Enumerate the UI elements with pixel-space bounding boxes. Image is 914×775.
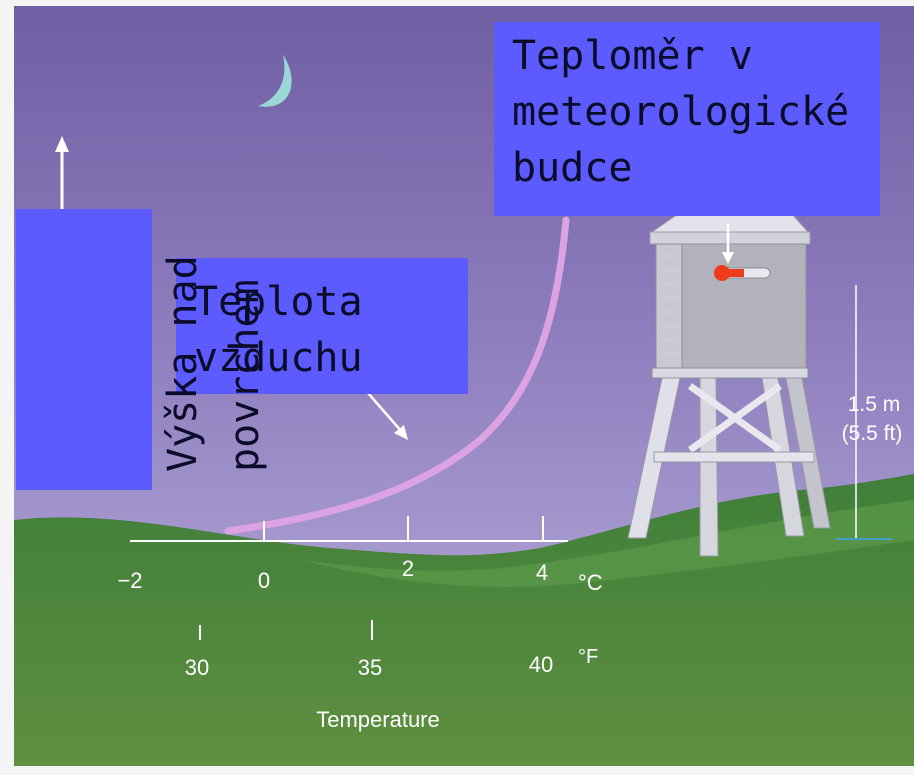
fahrenheit-unit-label: °F [578, 646, 598, 668]
celsius-tick-label: 2 [402, 556, 414, 581]
fahrenheit-tick-label: 40 [529, 652, 553, 677]
fahrenheit-tick-label: 35 [358, 655, 382, 680]
ground-hill-light [300, 500, 914, 588]
axis-title: Temperature [316, 707, 440, 732]
height-callout-line: Výška nad [160, 255, 206, 472]
height-arrow-head [55, 136, 69, 152]
curve-pointer-head [394, 425, 408, 440]
fahrenheit-tick-label: 30 [185, 655, 209, 680]
celsius-tick-label: −2 [117, 568, 142, 593]
shelter-height-label-ft: (5.5 ft) [842, 422, 903, 445]
air-temperature-callout: Teplota vzduchu [176, 258, 468, 394]
moon-icon [258, 55, 292, 107]
thermometer-callout-line: meteorologické [512, 89, 850, 135]
height-callout-line: povrchem [222, 279, 268, 472]
celsius-tick-label: 4 [536, 560, 548, 585]
air-temperature-curve [224, 216, 570, 535]
height-callout: Výška nad povrchem [16, 209, 268, 490]
celsius-unit-label: °C [578, 570, 603, 595]
air-temperature-callout-line: Teplota [194, 279, 363, 325]
thermometer-callout-line: budce [512, 145, 633, 191]
shelter-height-label: 1.5 m [848, 393, 901, 416]
thermometer-icon [714, 265, 771, 281]
curve-pointer-line [367, 392, 403, 433]
weather-shelter [627, 213, 831, 557]
air-temperature-callout-line: vzduchu [194, 335, 363, 381]
thermometer-callout-line: Teploměr v [512, 33, 753, 79]
celsius-tick-label: 0 [258, 568, 270, 593]
thermometer-callout: Teploměr v meteorologické budce [494, 22, 880, 216]
